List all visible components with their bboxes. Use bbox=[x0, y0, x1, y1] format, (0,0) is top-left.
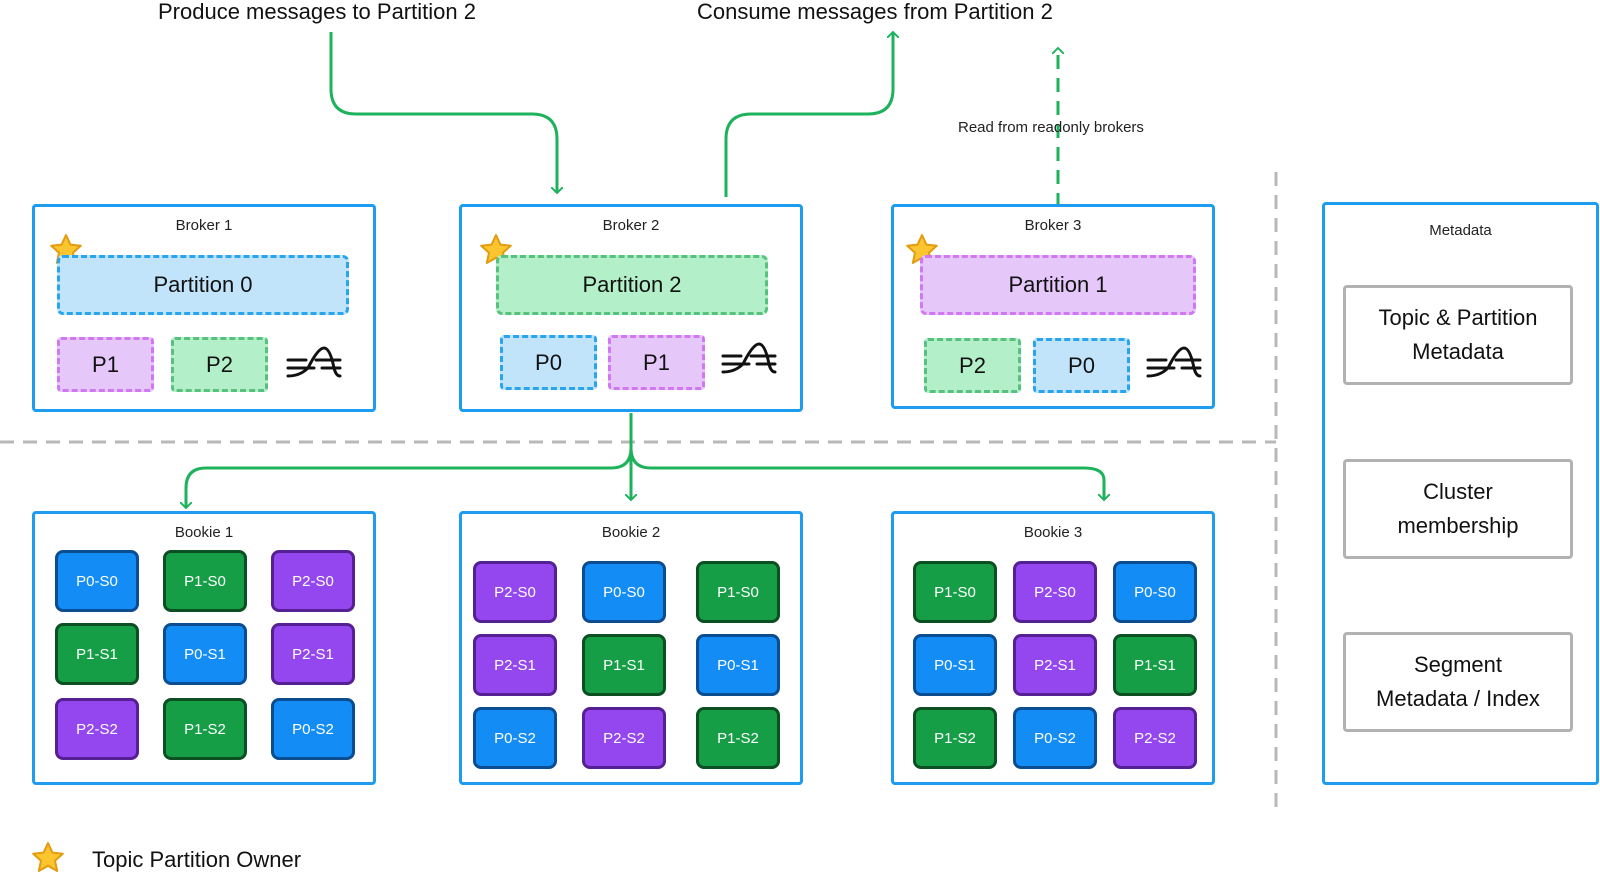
produce-label: Produce messages to Partition 2 bbox=[158, 0, 476, 24]
metadata-item-segment-index: Segment Metadata / Index bbox=[1343, 632, 1573, 732]
produce-arrow bbox=[329, 32, 557, 193]
metadata-item-line: Topic & Partition bbox=[1378, 305, 1538, 330]
replica-partition: P1 bbox=[57, 337, 154, 392]
broker-1-panel: Broker 1 Partition 0 P1 P2 bbox=[32, 204, 376, 412]
bookie-title: Bookie 2 bbox=[601, 524, 661, 541]
segment-block: P2-S2 bbox=[1113, 707, 1197, 769]
segment-block: P2-S1 bbox=[473, 634, 557, 696]
bookie-3-panel: Bookie 3 P1-S0 P2-S0 P0-S0 P0-S1 P2-S1 P… bbox=[891, 511, 1215, 785]
bookie-title: Bookie 3 bbox=[1023, 524, 1083, 541]
replica-partition: P2 bbox=[171, 337, 268, 392]
broker-2-panel: Broker 2 Partition 2 P0 P1 bbox=[459, 204, 803, 412]
metadata-item-line: membership bbox=[1397, 513, 1519, 538]
replica-partition: P0 bbox=[500, 335, 597, 390]
metadata-item-line: Metadata / Index bbox=[1376, 686, 1540, 711]
consume-label: Consume messages from Partition 2 bbox=[697, 0, 1053, 24]
bookie-title: Bookie 1 bbox=[174, 524, 234, 541]
segment-block: P0-S1 bbox=[163, 623, 247, 685]
segment-block: P2-S0 bbox=[473, 561, 557, 623]
distribution-curve-icon bbox=[286, 346, 342, 378]
metadata-item-topic-partition: Topic & Partition Metadata bbox=[1343, 285, 1573, 385]
segment-block: P1-S0 bbox=[163, 550, 247, 612]
metadata-title: Metadata bbox=[1429, 222, 1492, 239]
owned-partition: Partition 1 bbox=[920, 255, 1196, 315]
replica-partition: P2 bbox=[924, 338, 1021, 393]
segment-block: P0-S2 bbox=[271, 698, 355, 760]
replica-partition: P1 bbox=[608, 335, 705, 390]
broker-title: Broker 1 bbox=[175, 217, 233, 234]
star-icon bbox=[32, 842, 64, 872]
bookie-2-panel: Bookie 2 P2-S0 P0-S0 P1-S0 P2-S1 P1-S1 P… bbox=[459, 511, 803, 785]
segment-block: P0-S0 bbox=[582, 561, 666, 623]
distribution-curve-icon bbox=[1146, 346, 1202, 378]
segment-block: P2-S2 bbox=[55, 698, 139, 760]
segment-block: P1-S2 bbox=[696, 707, 780, 769]
replica-partition: P0 bbox=[1033, 338, 1130, 393]
segment-block: P2-S2 bbox=[582, 707, 666, 769]
replication-arrow-bookie-3 bbox=[629, 447, 1104, 500]
segment-block: P1-S1 bbox=[1113, 634, 1197, 696]
readonly-read-label: Read from readonly brokers bbox=[958, 119, 1144, 136]
distribution-curve-icon bbox=[721, 342, 777, 374]
segment-block: P2-S1 bbox=[271, 623, 355, 685]
segment-block: P2-S1 bbox=[1013, 634, 1097, 696]
segment-block: P0-S2 bbox=[473, 707, 557, 769]
segment-block: P0-S1 bbox=[913, 634, 997, 696]
metadata-item-line: Cluster bbox=[1423, 479, 1493, 504]
segment-block: P0-S1 bbox=[696, 634, 780, 696]
broker-title: Broker 2 bbox=[602, 217, 660, 234]
segment-block: P0-S0 bbox=[1113, 561, 1197, 623]
metadata-item-cluster-membership: Cluster membership bbox=[1343, 459, 1573, 559]
broker-3-panel: Broker 3 Partition 1 P2 P0 bbox=[891, 204, 1215, 409]
metadata-item-line: Metadata bbox=[1412, 339, 1504, 364]
broker-title: Broker 3 bbox=[1024, 217, 1082, 234]
consume-arrow bbox=[724, 32, 893, 197]
owned-partition: Partition 0 bbox=[57, 255, 349, 315]
segment-block: P1-S1 bbox=[582, 634, 666, 696]
replication-arrow-bookie-1 bbox=[186, 447, 633, 508]
segment-block: P1-S2 bbox=[913, 707, 997, 769]
owned-partition: Partition 2 bbox=[496, 255, 768, 315]
segment-block: P0-S2 bbox=[1013, 707, 1097, 769]
segment-block: P1-S0 bbox=[696, 561, 780, 623]
bookie-1-panel: Bookie 1 P0-S0 P1-S0 P2-S0 P1-S1 P0-S1 P… bbox=[32, 511, 376, 785]
segment-block: P0-S0 bbox=[55, 550, 139, 612]
segment-block: P1-S0 bbox=[913, 561, 997, 623]
segment-block: P2-S0 bbox=[271, 550, 355, 612]
segment-block: P1-S1 bbox=[55, 623, 139, 685]
legend-label: Topic Partition Owner bbox=[92, 847, 302, 872]
segment-block: P2-S0 bbox=[1013, 561, 1097, 623]
segment-block: P1-S2 bbox=[163, 698, 247, 760]
metadata-item-line: Segment bbox=[1413, 652, 1503, 677]
